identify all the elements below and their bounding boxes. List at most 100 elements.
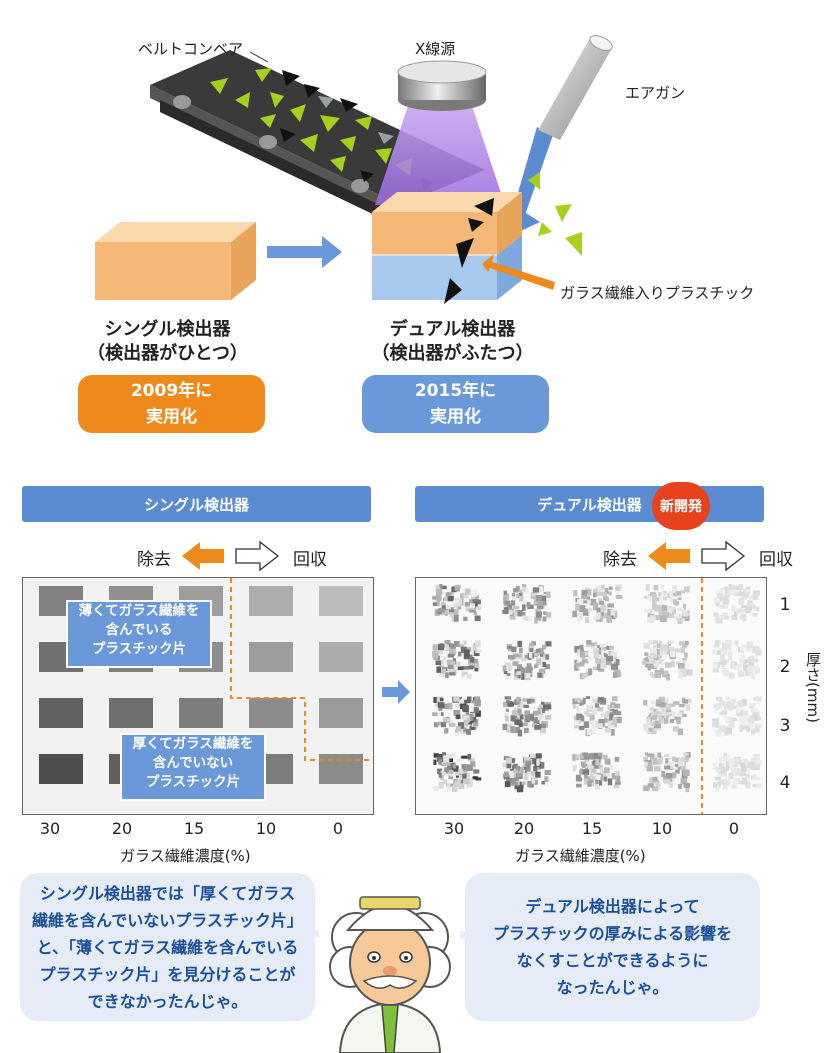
xray-texture xyxy=(603,648,607,652)
xray-texture xyxy=(678,704,685,708)
xray-texture xyxy=(735,758,740,765)
xray-texture xyxy=(725,727,732,735)
xray-texture xyxy=(607,719,612,723)
xray-texture xyxy=(522,584,527,589)
xray-texture xyxy=(611,773,619,780)
xray-texture xyxy=(589,775,596,780)
xray-texture xyxy=(644,752,649,756)
xray-texture xyxy=(458,696,462,701)
xray-texture xyxy=(675,769,680,774)
xray-texture xyxy=(520,668,526,674)
xray-texture xyxy=(603,754,608,760)
xray-texture xyxy=(502,762,509,768)
xray-texture xyxy=(511,777,519,784)
xray-texture xyxy=(744,659,749,663)
xray-texture xyxy=(578,725,585,731)
dual-year-badge: 2015年に 実用化 xyxy=(362,375,549,433)
xray-texture xyxy=(615,594,623,599)
xray-texture xyxy=(443,718,450,723)
xray-texture xyxy=(504,713,508,718)
xray-texture xyxy=(613,703,621,709)
xray-texture xyxy=(473,707,479,713)
xray-texture xyxy=(719,763,724,770)
xray-texture xyxy=(755,783,763,789)
xray-texture xyxy=(747,723,752,729)
xray-texture xyxy=(466,696,472,703)
xray-texture xyxy=(664,662,672,668)
xray-texture xyxy=(754,667,761,674)
xray-texture xyxy=(657,592,662,597)
xray-texture xyxy=(539,728,546,734)
xray-texture xyxy=(575,604,580,611)
xray-texture xyxy=(736,664,742,668)
xray-sample xyxy=(319,698,363,728)
xray-texture xyxy=(752,710,757,717)
xray-texture xyxy=(505,723,512,727)
xray-texture xyxy=(525,667,533,674)
xray-texture xyxy=(454,661,461,667)
xray-texture xyxy=(681,670,687,677)
xray-texture xyxy=(453,709,461,716)
xray-sample xyxy=(319,754,363,784)
xray-texture xyxy=(659,640,663,648)
xray-texture xyxy=(579,644,584,649)
xray-texture xyxy=(715,729,722,737)
xray-texture xyxy=(752,658,759,663)
xray-texture xyxy=(733,589,740,594)
xray-texture xyxy=(596,700,600,705)
xray-texture xyxy=(614,669,621,677)
xray-texture xyxy=(653,723,661,729)
xray-texture xyxy=(540,656,546,662)
xray-texture xyxy=(461,755,468,759)
xray-texture xyxy=(432,602,440,606)
xray-texture xyxy=(753,590,760,596)
xray-texture xyxy=(683,752,689,756)
xray-texture xyxy=(512,769,518,774)
xray-texture xyxy=(582,608,589,613)
xray-texture xyxy=(725,640,732,646)
xray-texture xyxy=(683,783,690,788)
xray-texture xyxy=(471,603,475,609)
xray-texture xyxy=(513,707,518,712)
xray-texture xyxy=(520,653,524,660)
xray-texture xyxy=(586,596,591,600)
xray-texture xyxy=(529,754,537,758)
xray-texture xyxy=(728,772,734,780)
xray-texture xyxy=(649,777,656,784)
xray-texture xyxy=(432,650,439,658)
xray-texture xyxy=(742,715,748,722)
xray-source-label: X線源 xyxy=(415,40,456,58)
xray-texture xyxy=(505,715,509,722)
xray-texture xyxy=(523,773,529,780)
xray-texture xyxy=(672,756,676,761)
xray-texture xyxy=(607,603,615,608)
xray-texture xyxy=(591,708,598,715)
xray-texture xyxy=(541,780,545,785)
xray-texture xyxy=(522,604,526,611)
xray-sample xyxy=(319,642,363,672)
xray-texture xyxy=(437,768,443,775)
xray-texture xyxy=(741,605,747,609)
xray-texture xyxy=(721,663,726,667)
xray-texture xyxy=(584,753,591,760)
xray-texture xyxy=(545,612,552,618)
xray-texture xyxy=(733,610,738,618)
xray-texture xyxy=(609,612,616,620)
xray-texture xyxy=(742,699,747,706)
xray-texture xyxy=(604,587,609,594)
xray-texture xyxy=(654,720,659,725)
xray-texture xyxy=(523,727,529,734)
xray-texture xyxy=(644,595,650,599)
xray-sample xyxy=(109,698,153,728)
xray-texture xyxy=(464,588,471,595)
xray-texture xyxy=(545,664,550,670)
xray-texture xyxy=(545,591,551,599)
xray-texture xyxy=(432,712,438,717)
xray-texture xyxy=(511,646,517,653)
xray-texture xyxy=(504,781,511,788)
xray-texture xyxy=(533,598,538,605)
xray-texture xyxy=(675,601,679,606)
xray-texture xyxy=(465,772,470,778)
xray-texture xyxy=(588,589,592,596)
xray-texture xyxy=(444,640,451,645)
